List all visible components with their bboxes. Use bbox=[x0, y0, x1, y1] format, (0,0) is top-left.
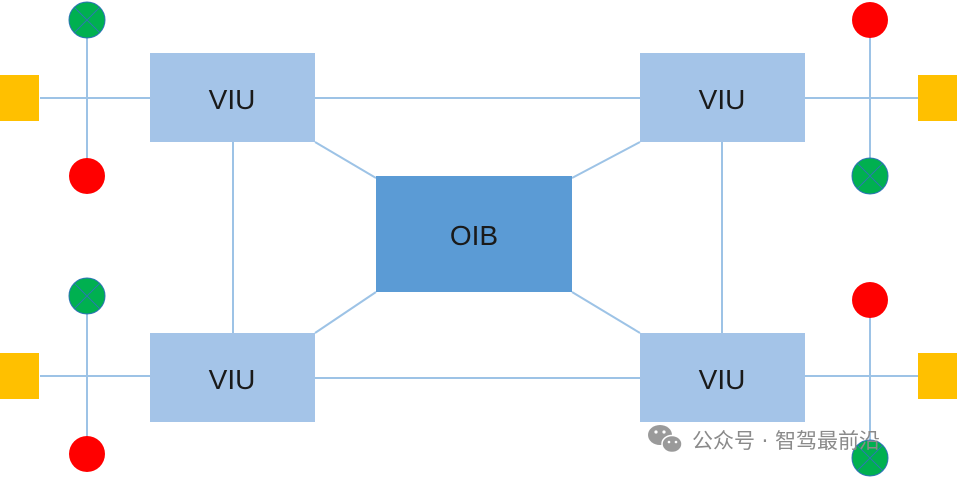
viu-top-right: VIU bbox=[640, 53, 805, 142]
actuator-bottom-left bbox=[0, 353, 39, 399]
oib-box: OIB bbox=[376, 176, 572, 292]
connection-lines bbox=[40, 20, 918, 460]
viu-bottom-left: VIU bbox=[150, 333, 315, 422]
actuator-top-right bbox=[918, 75, 957, 121]
green-sensor-top-right bbox=[851, 157, 889, 195]
wechat-icon bbox=[648, 425, 683, 454]
viu-top-right-label: VIU bbox=[699, 84, 746, 115]
red-sensor-bottom-left bbox=[69, 436, 105, 472]
red-sensor-top-right bbox=[852, 2, 888, 38]
link-viu-br-to-oib bbox=[571, 291, 641, 334]
red-sensor-top-left bbox=[69, 158, 105, 194]
link-viu-bl-to-oib bbox=[314, 291, 377, 334]
viu-bottom-left-label: VIU bbox=[209, 364, 256, 395]
actuator-top-left bbox=[0, 75, 39, 121]
viu-top-left: VIU bbox=[150, 53, 315, 142]
watermark: 公众号 · 智驾最前沿 bbox=[648, 425, 880, 454]
green-sensor-top-left bbox=[68, 1, 106, 39]
green-sensor-bottom-right bbox=[851, 439, 889, 477]
red-sensor-bottom-right bbox=[852, 282, 888, 318]
viu-bottom-right: VIU bbox=[640, 333, 805, 422]
actuator-bottom-right bbox=[918, 353, 957, 399]
green-sensor-bottom-left bbox=[68, 277, 106, 315]
link-viu-tl-to-oib bbox=[314, 141, 377, 179]
viu-top-left-label: VIU bbox=[209, 84, 256, 115]
watermark-text: 公众号 · 智驾最前沿 bbox=[692, 429, 880, 453]
link-viu-tr-to-oib bbox=[571, 141, 641, 179]
viu-bottom-right-label: VIU bbox=[699, 364, 746, 395]
oib-label: OIB bbox=[450, 220, 498, 251]
